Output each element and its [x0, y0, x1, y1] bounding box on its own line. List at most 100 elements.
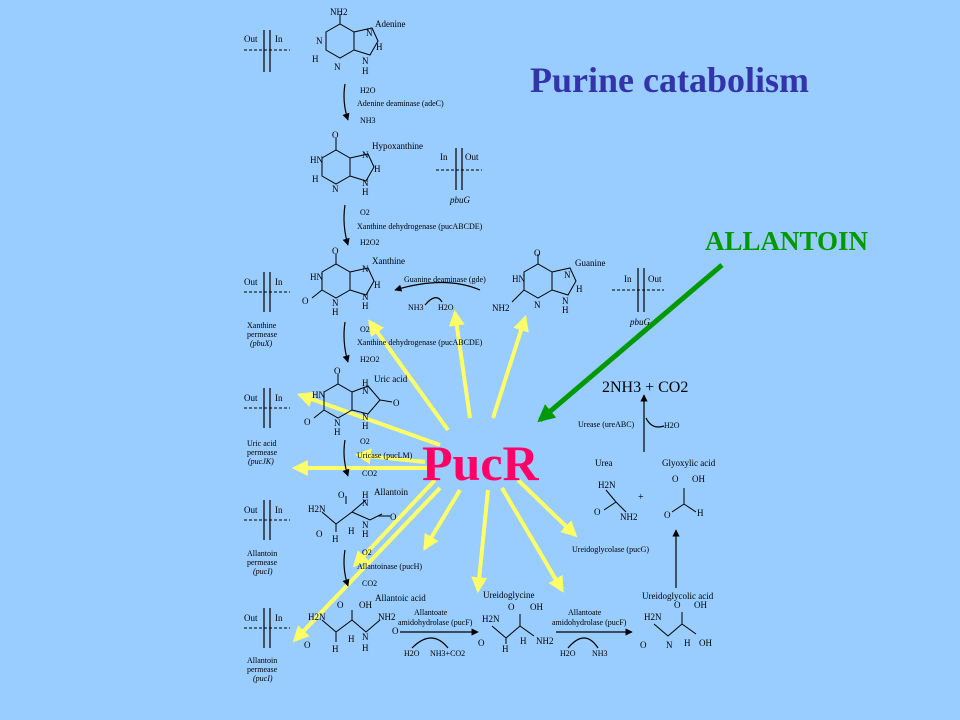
svg-text:O: O: [534, 248, 541, 258]
step-xanthine-dehydrogenase-2: O2 Xanthine dehydrogenase (pucABCDE) H2O…: [342, 321, 483, 364]
pucr-arrow-2: [448, 309, 472, 419]
svg-text:O: O: [332, 246, 339, 256]
svg-text:N: N: [332, 298, 339, 308]
svg-text:In: In: [275, 34, 283, 44]
step-uricase: O2 Uricase (pucLM) CO2: [342, 437, 413, 478]
svg-text:H: H: [312, 174, 319, 184]
svg-text:N: N: [362, 520, 369, 530]
svg-text:(pucJK): (pucJK): [248, 457, 274, 466]
step-amidohydrolase-2: Allantoate amidohydrolase (pucF) H2O NH3: [552, 608, 633, 658]
membrane-pbug-2: In Out pbuG: [612, 268, 664, 327]
svg-text:Allantoate: Allantoate: [568, 608, 602, 617]
svg-text:NH3: NH3: [360, 116, 376, 125]
guanine-deaminase-label: Guanine deaminase (gde): [404, 275, 486, 284]
svg-text:H: H: [374, 164, 381, 174]
svg-text:CO2: CO2: [362, 469, 377, 478]
svg-text:Out: Out: [244, 505, 258, 515]
svg-text:H2N: H2N: [482, 614, 500, 624]
pucr-arrow-1: [368, 319, 450, 432]
svg-text:H: H: [312, 54, 319, 64]
svg-text:NH2: NH2: [492, 303, 510, 313]
step-guanine-deaminase: Guanine deaminase (gde) NH3 H2O: [394, 275, 486, 312]
svg-text:O: O: [393, 398, 400, 408]
svg-text:Allantoin: Allantoin: [247, 549, 277, 558]
svg-text:O: O: [594, 507, 601, 517]
ammonia-co2-label: 2NH3 + CO2: [602, 379, 688, 396]
guanine-structure: O HN NH2 N N H N H Guanine: [492, 248, 606, 315]
membrane-adenine: Out In: [244, 30, 290, 72]
svg-text:NH2: NH2: [378, 612, 396, 622]
pbug-label-2: pbuG: [629, 317, 651, 327]
svg-text:H2N: H2N: [308, 612, 326, 622]
svg-text:O: O: [392, 626, 399, 636]
membrane-puci-2: Out In Allantoin permease (pucI): [244, 608, 290, 683]
pbug-label-1: pbuG: [449, 195, 471, 205]
guanine-label: Guanine: [575, 258, 606, 268]
svg-text:In: In: [275, 505, 283, 515]
svg-text:O: O: [664, 510, 671, 520]
svg-text:H2N: H2N: [308, 504, 326, 514]
svg-text:Uric acid: Uric acid: [247, 439, 277, 448]
pucr-arrow-12: [516, 478, 578, 538]
svg-text:Out: Out: [244, 277, 258, 287]
svg-text:H2O2: H2O2: [360, 355, 380, 364]
svg-text:H: H: [332, 644, 339, 654]
svg-text:O2: O2: [362, 548, 372, 557]
amidohydrolase-label-2: amidohydrolase (pucF): [552, 618, 627, 627]
xanthine-label: Xanthine: [372, 256, 405, 266]
svg-text:H: H: [502, 644, 509, 654]
svg-text:H: H: [362, 643, 369, 653]
svg-text:NH2: NH2: [620, 512, 638, 522]
svg-text:N: N: [362, 264, 369, 274]
allantoin-label: ALLANTOIN: [705, 226, 869, 256]
svg-text:permease: permease: [247, 448, 278, 457]
pucr-arrow-7: [352, 478, 437, 568]
svg-text:O: O: [304, 417, 311, 427]
svg-text:H: H: [362, 529, 369, 539]
svg-text:(pbuX): (pbuX): [250, 339, 273, 348]
pucr-arrow-9: [423, 488, 462, 551]
svg-text:N: N: [332, 184, 339, 194]
svg-text:O2: O2: [360, 208, 370, 217]
svg-text:H2O: H2O: [438, 303, 454, 312]
slide-title: Purine catabolism: [530, 60, 809, 100]
svg-text:OH: OH: [694, 600, 707, 610]
membrane-pbux: Out In Xanthine permease (pbuX): [244, 272, 290, 348]
svg-text:H2N: H2N: [644, 612, 662, 622]
svg-text:O: O: [302, 296, 309, 306]
svg-text:H: H: [362, 301, 369, 311]
svg-text:Allantoin: Allantoin: [247, 656, 277, 665]
adenine-structure: NH2 N N H N H N H Adenine: [312, 7, 406, 76]
step-adenine-deaminase: H2O Adenine deaminase (adeC) NH3: [342, 83, 444, 125]
hypoxanthine-structure: O HN H N N H N H Hypoxanthine: [310, 130, 423, 197]
svg-text:N: N: [362, 56, 369, 66]
amidohydrolase-label-1: amidohydrolase (pucF): [398, 618, 473, 627]
svg-text:H: H: [362, 490, 369, 500]
svg-text:O: O: [508, 602, 515, 612]
svg-text:NH2: NH2: [536, 636, 554, 646]
ureidoglycolase-label: Ureidoglycolase (pucG): [572, 545, 649, 554]
svg-text:+: +: [638, 492, 644, 503]
allantoin-compound-label: Allantoin: [374, 487, 408, 497]
step-xanthine-dehydrogenase-1: O2 Xanthine dehydrogenase (pucABCDE) H2O…: [342, 204, 483, 247]
svg-text:H: H: [348, 526, 355, 536]
svg-text:H2N: H2N: [598, 480, 616, 490]
svg-text:H2O: H2O: [560, 649, 576, 658]
svg-text:H: H: [362, 66, 369, 76]
svg-text:O2: O2: [360, 437, 370, 446]
svg-text:O: O: [674, 600, 681, 610]
svg-text:In: In: [624, 274, 632, 284]
allantoinase-label: Allantoinase (pucH): [357, 562, 422, 571]
uric-acid-label: Uric acid: [374, 374, 408, 384]
svg-text:CO2: CO2: [362, 579, 377, 588]
svg-text:N: N: [362, 292, 369, 302]
svg-text:O: O: [390, 512, 397, 522]
xdh-label-1: Xanthine dehydrogenase (pucABCDE): [357, 222, 483, 231]
svg-text:H: H: [334, 427, 341, 437]
svg-text:N: N: [362, 498, 369, 508]
svg-text:H: H: [520, 636, 527, 646]
svg-text:Out: Out: [465, 152, 479, 162]
xanthine-structure: O HN O N H N H N H Xanthine: [302, 246, 405, 317]
svg-text:permease: permease: [247, 330, 278, 339]
svg-text:Out: Out: [244, 34, 258, 44]
